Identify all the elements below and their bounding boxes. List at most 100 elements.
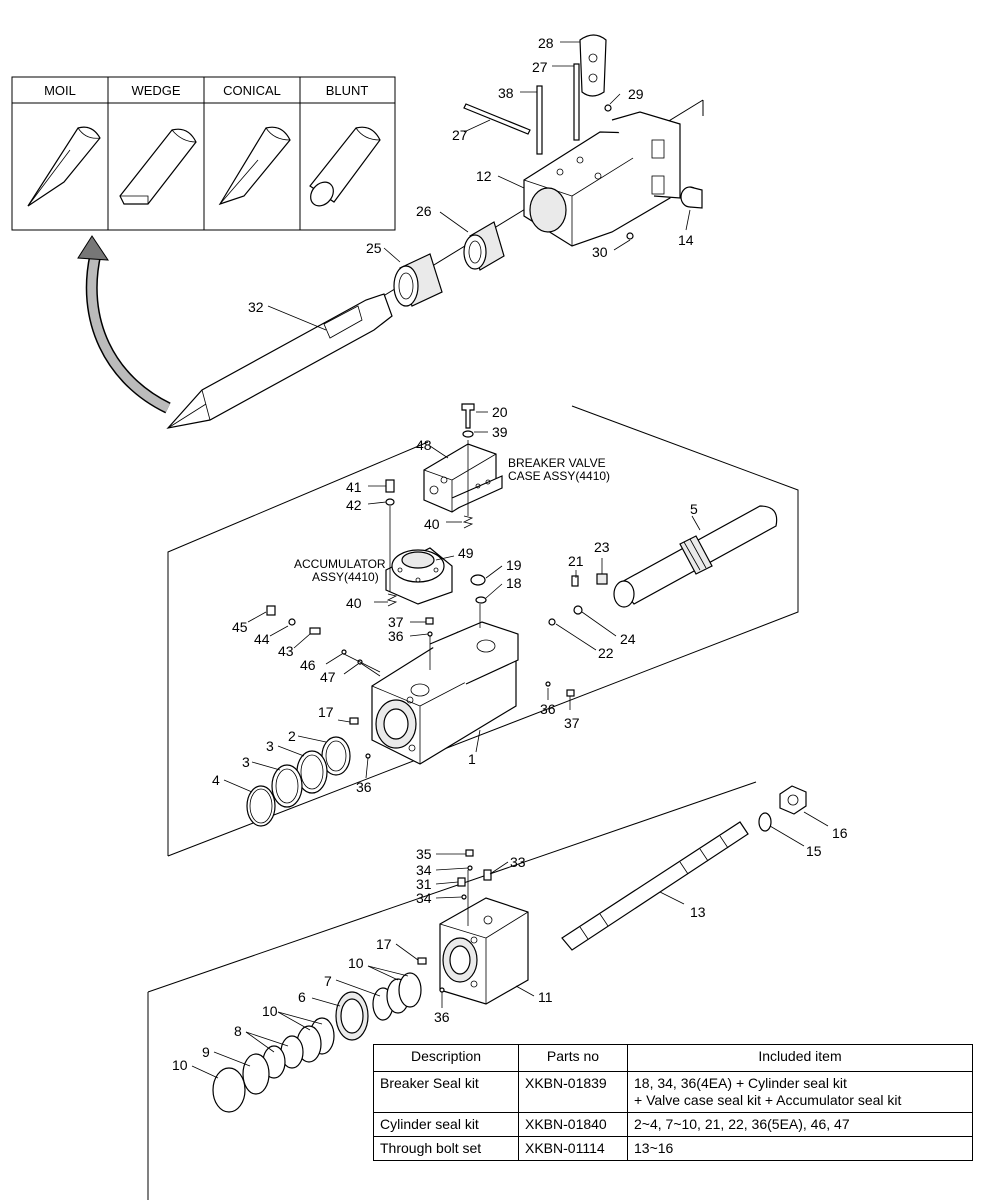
plate-28 <box>579 34 607 97</box>
pin-27-lower <box>463 103 531 135</box>
callout-43: 43 <box>278 643 294 659</box>
callout-40-upper: 40 <box>424 516 440 532</box>
callout-20: 20 <box>492 404 508 420</box>
oring-42 <box>385 498 395 506</box>
cylinder-1 <box>371 621 519 765</box>
callout-11: 11 <box>538 989 553 1005</box>
plug-31 <box>457 877 466 887</box>
callout-34-lower: 34 <box>416 890 432 906</box>
oring-36-lower <box>365 753 371 759</box>
callout-42: 42 <box>346 497 362 513</box>
callout-15: 15 <box>806 843 822 859</box>
callout-4: 4 <box>212 772 220 788</box>
callout-23: 23 <box>594 539 610 555</box>
callout-17-lower: 17 <box>376 936 392 952</box>
callout-41: 41 <box>346 479 362 495</box>
pin-38 <box>536 85 543 155</box>
row-parts-no: XKBN-01840 <box>518 1112 628 1137</box>
header-parts-no: Parts no <box>518 1044 628 1072</box>
seal-3b <box>271 764 303 808</box>
row-included-item: 18, 34, 36(4EA) + Cylinder seal kit + Va… <box>627 1071 973 1113</box>
table-row: Through bolt set XKBN-01114 13~16 <box>373 1136 973 1161</box>
header-included-item: Included item <box>627 1044 973 1072</box>
oring-46 <box>341 649 347 655</box>
callout-27-lower: 27 <box>452 127 468 143</box>
bushing-14 <box>680 186 703 209</box>
callout-9: 9 <box>202 1044 210 1060</box>
callout-21: 21 <box>568 553 584 569</box>
callout-10-upper: 10 <box>348 955 364 971</box>
back-head-section <box>147 781 807 1200</box>
tip-label-moil: MOIL <box>44 83 76 98</box>
valve-33 <box>483 869 492 881</box>
washer-39 <box>462 430 474 438</box>
callout-14: 14 <box>678 232 694 248</box>
plug-17-upper <box>349 717 359 725</box>
row-included-item: 2~4, 7~10, 21, 22, 36(5EA), 46, 47 <box>627 1112 973 1137</box>
valve-case-48 <box>423 443 503 513</box>
callout-13: 13 <box>690 904 706 920</box>
included-line: + Valve case seal kit + Accumulator seal… <box>634 1092 902 1108</box>
oring-18 <box>475 596 487 604</box>
callout-3b: 3 <box>242 754 250 770</box>
row-included-item: 13~16 <box>627 1136 973 1161</box>
callout-34-upper: 34 <box>416 862 432 878</box>
plug-37-right <box>566 689 575 697</box>
plug-23 <box>596 573 608 585</box>
plug-29 <box>604 104 612 112</box>
callout-16: 16 <box>832 825 848 841</box>
front-head-section <box>166 34 704 429</box>
callout-30: 30 <box>592 244 608 260</box>
oring-36-right <box>545 681 551 687</box>
cylinder-section <box>167 403 799 857</box>
accumulator-label-line2: ASSY(4410) <box>312 570 379 584</box>
seal-10-cap <box>212 1067 246 1113</box>
nut-16 <box>779 785 807 815</box>
tool-tip-box: MOIL WEDGE CONICAL BLUNT <box>11 76 396 231</box>
table-row: Breaker Seal kit XKBN-01839 18, 34, 36(4… <box>373 1071 973 1113</box>
callout-32: 32 <box>248 299 264 315</box>
accumulator-49 <box>385 547 453 605</box>
callout-48: 48 <box>416 437 432 453</box>
callout-36-upper: 36 <box>388 628 404 644</box>
callout-35: 35 <box>416 846 432 862</box>
callout-49: 49 <box>458 545 474 561</box>
callout-5: 5 <box>690 501 698 517</box>
row-description: Through bolt set <box>373 1136 519 1161</box>
breaker-valve-label-line2: CASE ASSY(4410) <box>508 469 610 483</box>
callout-27-upper: 27 <box>532 59 548 75</box>
callout-1: 1 <box>468 751 476 767</box>
ring-bush-25 <box>393 253 443 307</box>
callout-29: 29 <box>628 86 644 102</box>
leader-lines <box>191 41 829 1079</box>
blunt-tip-icon <box>309 126 381 207</box>
spring-40-lower <box>386 593 398 607</box>
assembly-labels: BREAKER VALVE CASE ASSY(4410) ACCUMULATO… <box>294 456 610 584</box>
callout-40-lower: 40 <box>346 595 362 611</box>
through-bolt-13 <box>561 821 749 951</box>
table-row: Cylinder seal kit XKBN-01840 2~4, 7~10, … <box>373 1112 973 1137</box>
bolt-20 <box>461 403 475 429</box>
row-parts-no: XKBN-01114 <box>518 1136 628 1161</box>
callout-17-upper: 17 <box>318 704 334 720</box>
callout-36-lower: 36 <box>356 779 372 795</box>
included-line: 18, 34, 36(4EA) + Cylinder seal kit <box>634 1075 847 1091</box>
check-valve-21 <box>571 575 579 587</box>
plug-17-lower <box>417 957 427 965</box>
callout-12: 12 <box>476 168 492 184</box>
plug-37-upper <box>425 617 434 625</box>
spring-40-upper <box>462 515 474 529</box>
bush-26 <box>463 221 505 271</box>
callout-31: 31 <box>416 876 432 892</box>
callout-46: 46 <box>300 657 316 673</box>
callout-28: 28 <box>538 35 554 51</box>
callout-47: 47 <box>320 669 336 685</box>
seal-4 <box>246 785 276 827</box>
row-description: Breaker Seal kit <box>373 1071 519 1113</box>
pin-22 <box>548 618 556 626</box>
callout-6: 6 <box>298 989 306 1005</box>
callout-18: 18 <box>506 575 522 591</box>
callout-36-right: 36 <box>540 701 556 717</box>
callout-26: 26 <box>416 203 432 219</box>
